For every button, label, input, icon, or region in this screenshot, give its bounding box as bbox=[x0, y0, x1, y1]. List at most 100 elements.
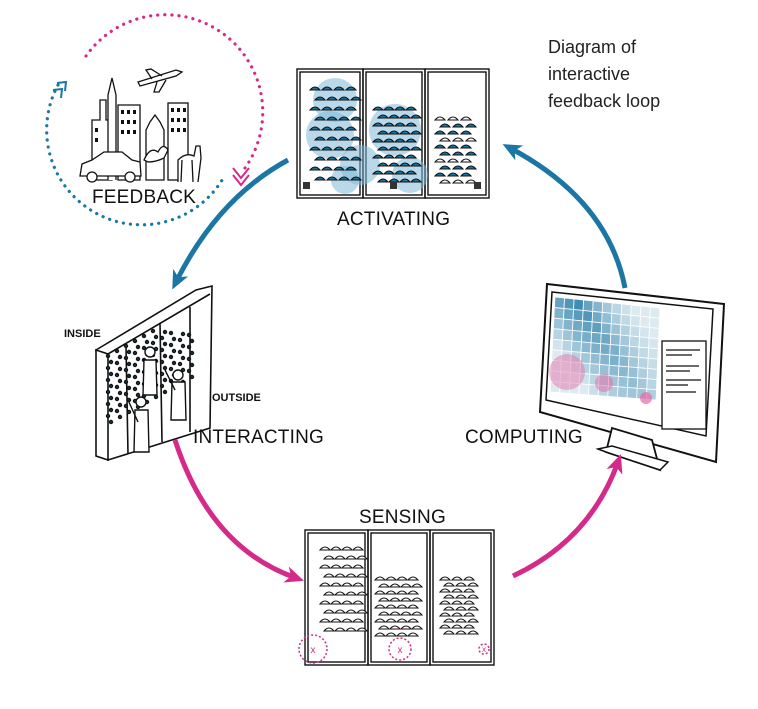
tile-icon bbox=[340, 582, 354, 587]
heatmap-cell bbox=[639, 326, 650, 339]
heatmap-cell bbox=[598, 363, 610, 377]
wall-dot bbox=[105, 353, 111, 359]
heatmap-cell bbox=[637, 367, 649, 380]
tile-icon bbox=[325, 176, 339, 181]
heatmap-cell bbox=[649, 316, 660, 329]
tile-icon bbox=[371, 106, 385, 111]
tile-icon bbox=[313, 116, 327, 121]
tile-icon bbox=[409, 130, 423, 135]
tile-icon bbox=[322, 591, 336, 596]
tile-icon bbox=[446, 144, 460, 149]
wall-dot bbox=[114, 396, 120, 402]
wall-dot bbox=[114, 372, 120, 378]
wall-dot bbox=[123, 355, 129, 361]
tile-icon bbox=[433, 116, 447, 121]
heatmap-cell bbox=[649, 306, 661, 319]
wall-dot bbox=[141, 345, 147, 351]
heatmap-cell bbox=[552, 317, 564, 331]
tile-icon bbox=[351, 582, 365, 587]
tile-icon bbox=[462, 576, 476, 581]
wall-dot bbox=[126, 373, 132, 379]
tile-icon bbox=[409, 146, 423, 151]
heatmap-cell bbox=[580, 351, 592, 365]
tile-icon bbox=[454, 618, 468, 623]
wall-dot bbox=[180, 367, 186, 373]
tile-icon bbox=[344, 609, 358, 614]
heatmap-cell bbox=[608, 354, 620, 367]
heatmap-cell bbox=[626, 387, 638, 399]
tile-icon bbox=[349, 156, 363, 161]
tile-icon bbox=[462, 612, 476, 617]
tile-icon bbox=[450, 600, 464, 605]
wall-dot bbox=[159, 371, 165, 377]
wall-dot bbox=[144, 339, 150, 345]
wall-dot bbox=[123, 391, 129, 397]
wall-dot bbox=[180, 355, 186, 361]
wall-dot bbox=[123, 403, 129, 409]
heatmap-cell bbox=[646, 368, 658, 380]
tile-icon bbox=[462, 624, 476, 629]
wall-dot bbox=[108, 371, 114, 377]
tile-icon bbox=[395, 632, 409, 637]
wall-dot bbox=[162, 389, 168, 395]
feedback-cycle bbox=[45, 13, 265, 227]
tile-icon bbox=[404, 106, 418, 111]
heatmap-cell bbox=[562, 318, 574, 331]
heatmap-cell bbox=[647, 347, 659, 360]
tile-icon bbox=[322, 555, 336, 560]
tile-icon bbox=[384, 604, 398, 609]
tile-icon bbox=[433, 130, 447, 135]
activating-tiles bbox=[308, 86, 478, 184]
sensor-marks bbox=[303, 182, 481, 189]
title-line-2: interactive bbox=[548, 64, 631, 84]
wall-dot bbox=[162, 353, 168, 359]
wall-dot bbox=[123, 379, 129, 385]
wall-dot bbox=[117, 378, 123, 384]
tile-icon bbox=[433, 158, 447, 163]
tile-icon bbox=[459, 172, 473, 177]
tile-icon bbox=[404, 154, 418, 159]
tile-icon bbox=[340, 564, 354, 569]
tile-icon bbox=[438, 576, 452, 581]
tile-icon bbox=[376, 130, 390, 135]
heatmap-cell bbox=[590, 331, 602, 345]
arrow-activating-to-interacting bbox=[172, 157, 290, 290]
label-inside: INSIDE bbox=[64, 328, 101, 340]
wall-dot bbox=[168, 354, 174, 360]
wall-dot bbox=[132, 386, 138, 392]
tile-icon bbox=[355, 591, 369, 596]
tile-icon bbox=[340, 546, 354, 551]
heatmap-cell bbox=[601, 311, 613, 325]
heatmap-cell bbox=[609, 333, 621, 346]
tile-icon bbox=[382, 138, 396, 143]
heatmap-cell bbox=[611, 302, 623, 315]
tile-icon bbox=[355, 555, 369, 560]
tile-icon bbox=[329, 618, 343, 623]
wall-dot bbox=[114, 408, 120, 414]
tile-icon bbox=[376, 146, 390, 151]
tile-icon bbox=[333, 555, 347, 560]
glow-blob bbox=[392, 157, 428, 193]
tile-icon bbox=[351, 546, 365, 551]
tile-icon bbox=[398, 146, 412, 151]
tile-icon bbox=[377, 583, 391, 588]
heatmap-cell bbox=[581, 330, 593, 344]
tile-icon bbox=[329, 600, 343, 605]
tile-icon bbox=[442, 582, 456, 587]
tile-icon bbox=[376, 162, 390, 167]
tile-icon bbox=[395, 576, 409, 581]
tile-icon bbox=[384, 576, 398, 581]
tile-icon bbox=[387, 130, 401, 135]
wall-dot bbox=[186, 344, 192, 350]
label-computing: COMPUTING bbox=[465, 427, 583, 448]
tile-icon bbox=[446, 130, 460, 135]
tile-icon bbox=[332, 146, 346, 151]
tile-icon bbox=[313, 156, 327, 161]
tile-icon bbox=[451, 165, 465, 170]
heatmap-cell bbox=[591, 310, 603, 324]
wall-dot bbox=[105, 401, 111, 407]
tile-icon bbox=[442, 618, 456, 623]
tile-icon bbox=[349, 116, 363, 121]
tile-icon bbox=[384, 632, 398, 637]
